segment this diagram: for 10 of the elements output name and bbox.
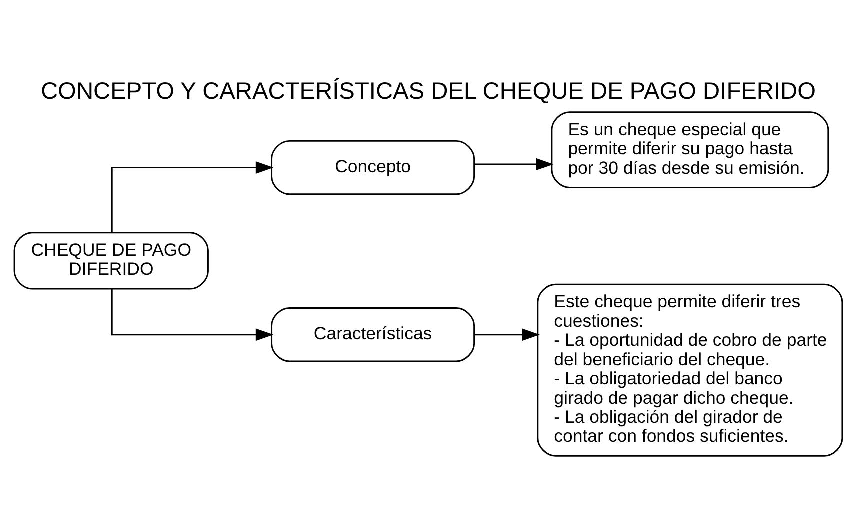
node-box: CHEQUE DE PAGO DIFERIDO [14,232,209,290]
node-box: Características [271,307,476,362]
arrow [474,158,554,170]
arrow [111,161,274,232]
diagram-title: CONCEPTO Y CARACTERÍSTICAS DEL CHEQUE DE PAGO DIFERIDO [40,78,816,104]
node-box: Concepto [271,140,476,195]
arrow [111,288,274,341]
node-box: Es un cheque especial que permite diferir su pago hasta por 30 días desde su emisión. [551,111,830,188]
arrow [474,328,540,341]
node-box: Este cheque permite diferir tres cuestiones: - La oportunidad de cobro de parte del beneficiario del cheque. - La obligatoriedad del banco girado de pagar dicho cheque. - La obligación del girador de contar con fondos suficientes. [537,283,844,456]
